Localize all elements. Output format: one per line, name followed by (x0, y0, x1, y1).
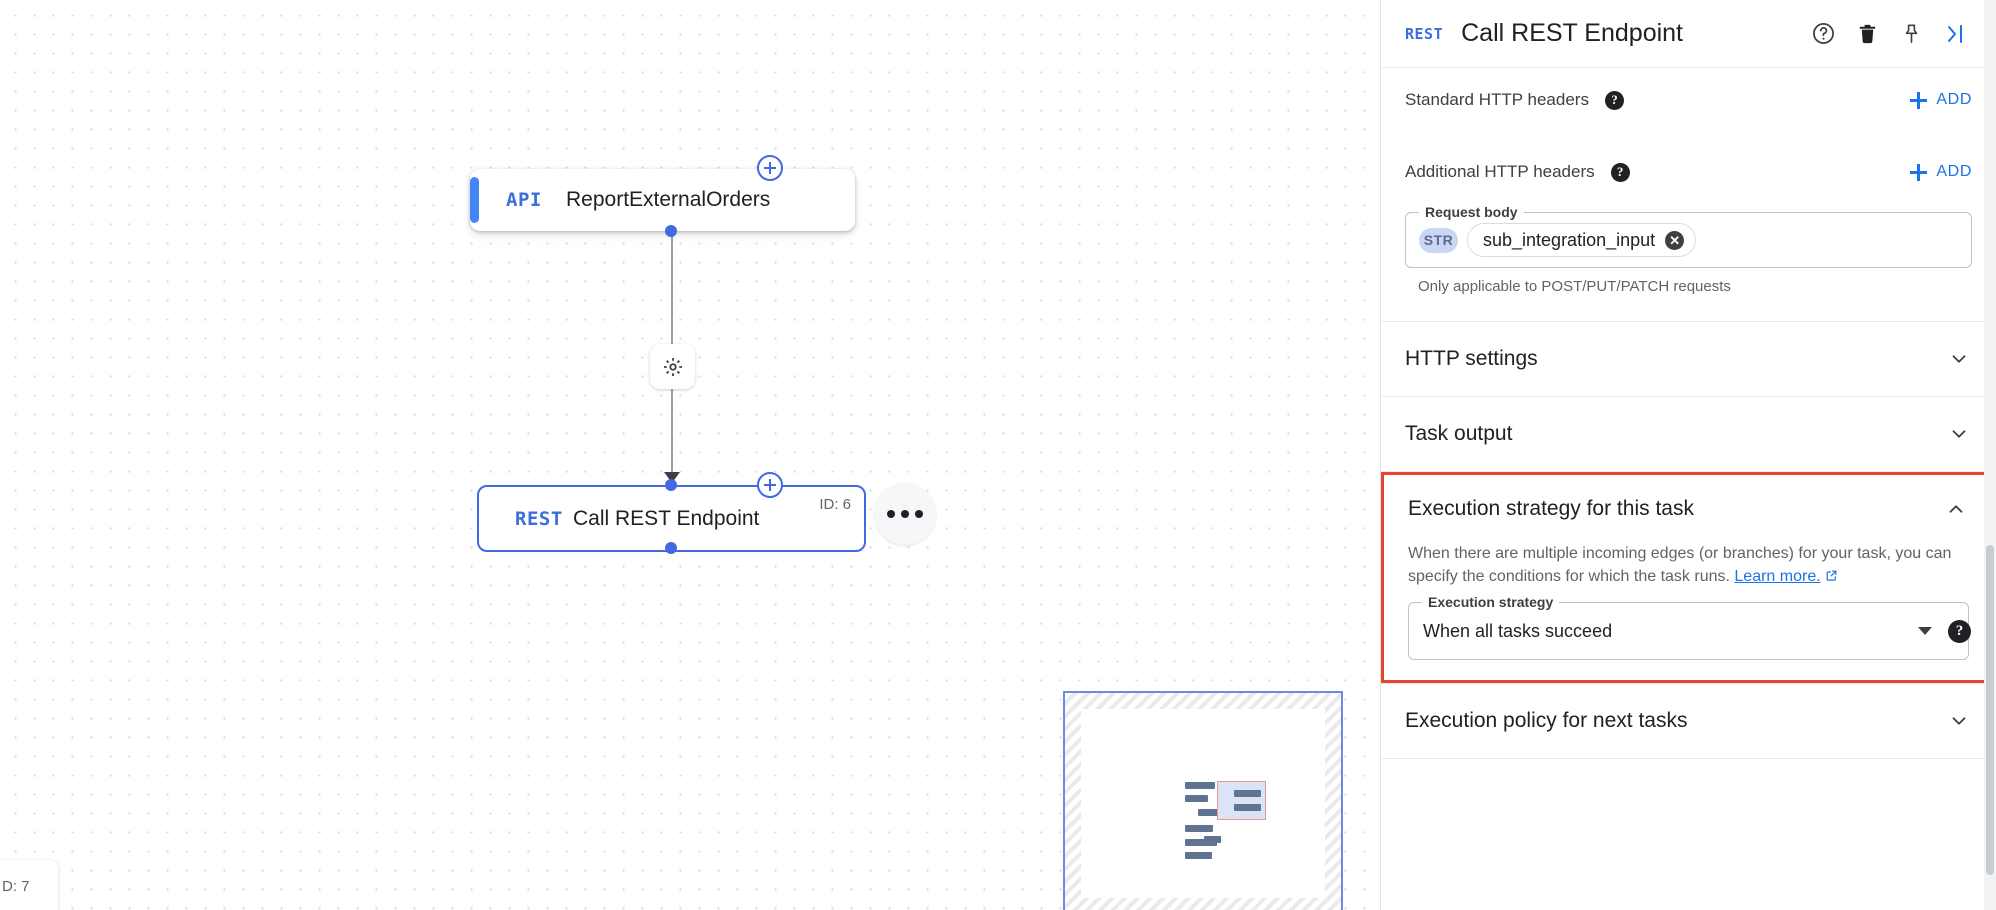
more-options-icon[interactable] (874, 483, 936, 545)
section-execution-policy[interactable]: Execution policy for next tasks (1381, 684, 1996, 758)
add-additional-header-button[interactable]: ADD (1910, 163, 1972, 181)
execution-strategy-description: When there are multiple incoming edges (… (1384, 543, 1993, 602)
node-output-port[interactable] (665, 225, 677, 237)
chevron-down-icon[interactable] (1946, 421, 1972, 447)
node-accent-bar (479, 495, 488, 542)
node-input-port[interactable] (665, 479, 677, 491)
panel-header: REST Call REST Endpoint (1381, 0, 1996, 68)
help-circle-icon[interactable] (1804, 15, 1842, 53)
standard-http-headers-row: Standard HTTP headers ? ADD (1381, 68, 1996, 132)
divider (1381, 758, 1996, 760)
divider (1381, 683, 1996, 685)
execution-strategy-select-legend: Execution strategy (1422, 594, 1560, 611)
node-title: Call REST Endpoint (573, 506, 760, 530)
help-icon[interactable]: ? (1604, 90, 1624, 110)
node-id-label: ID: 6 (819, 496, 851, 513)
node-type-badge: API (506, 189, 542, 211)
additional-http-headers-label: Additional HTTP headers (1405, 162, 1595, 181)
minimap-inner (1081, 709, 1325, 898)
panel-type-badge: REST (1405, 24, 1444, 43)
minimap-node (1185, 795, 1208, 802)
external-link-icon[interactable] (1825, 567, 1838, 581)
plus-icon (1910, 163, 1928, 181)
collapse-panel-icon[interactable] (1936, 15, 1974, 53)
help-icon[interactable]: ? (1610, 162, 1630, 182)
execution-strategy-select[interactable]: Execution strategy When all tasks succee… (1408, 594, 1969, 661)
add-node-button[interactable] (757, 472, 783, 498)
pin-icon[interactable] (1892, 15, 1930, 53)
section-task-output[interactable]: Task output (1381, 397, 1996, 471)
node-type-badge: REST (515, 507, 563, 530)
minimap-node (1234, 790, 1261, 797)
page-title: Call REST Endpoint (1461, 19, 1683, 47)
minimap-node (1234, 804, 1261, 811)
minimap-node (1185, 825, 1213, 832)
canvas-minimap[interactable] (1063, 691, 1343, 910)
add-standard-header-button[interactable]: ADD (1910, 91, 1972, 109)
execution-strategy-description-text: When there are multiple incoming edges (… (1408, 545, 1952, 585)
minimap-node (1198, 809, 1220, 816)
minimap-node (1185, 852, 1212, 859)
section-execution-strategy-label: Execution strategy for this task (1408, 497, 1694, 520)
standard-http-headers-label: Standard HTTP headers (1405, 90, 1589, 109)
section-http-settings[interactable]: HTTP settings (1381, 322, 1996, 396)
add-standard-header-label: ADD (1936, 91, 1972, 108)
request-body-variable-name: sub_integration_input (1483, 229, 1656, 250)
minimap-viewport[interactable] (1217, 781, 1266, 820)
request-body-field[interactable]: Request body STR sub_integration_input ✕ (1405, 204, 1972, 268)
panel-scrollbar-track[interactable] (1984, 0, 1996, 910)
additional-http-headers-row: Additional HTTP headers ? ADD (1381, 132, 1996, 212)
variable-type-badge: STR (1419, 227, 1458, 253)
chevron-down-icon[interactable] (1946, 346, 1972, 372)
chevron-up-icon[interactable] (1943, 496, 1969, 522)
divider (1381, 471, 1996, 472)
chevron-down-icon[interactable] (1946, 708, 1972, 734)
section-http-settings-label: HTTP settings (1405, 347, 1538, 370)
section-task-output-label: Task output (1405, 422, 1513, 445)
section-execution-strategy-header[interactable]: Execution strategy for this task (1384, 475, 1993, 543)
node-accent-bar (470, 177, 479, 223)
workflow-node-partial[interactable] (0, 860, 58, 910)
node-title: ReportExternalOrders (566, 188, 771, 211)
add-additional-header-label: ADD (1936, 163, 1972, 180)
section-execution-policy-label: Execution policy for next tasks (1405, 709, 1688, 733)
workflow-canvas[interactable]: API ReportExternalOrders REST Call REST … (0, 0, 1380, 910)
gear-icon[interactable] (650, 344, 695, 389)
dropdown-arrow-icon[interactable] (1918, 627, 1932, 636)
minimap-node (1185, 839, 1217, 846)
request-body-variable-chip[interactable]: sub_integration_input ✕ (1467, 223, 1697, 257)
help-icon[interactable]: ? (1948, 620, 1971, 644)
panel-scroll-area[interactable]: Standard HTTP headers ? ADD Additional H… (1381, 68, 1996, 910)
divider (1381, 396, 1996, 397)
minimap-node (1204, 836, 1221, 843)
workflow-node-api[interactable]: API ReportExternalOrders (470, 169, 855, 231)
execution-strategy-selected-value: When all tasks succeed (1423, 620, 1613, 641)
trash-icon[interactable] (1848, 15, 1886, 53)
plus-icon (1910, 91, 1928, 109)
section-execution-strategy[interactable]: Execution strategy for this task When th… (1381, 472, 1996, 684)
learn-more-link[interactable]: Learn more. (1734, 567, 1821, 585)
task-config-panel: REST Call REST Endpoint (1380, 0, 1996, 910)
node-id-label: D: 7 (2, 878, 30, 895)
panel-scrollbar-thumb[interactable] (1986, 545, 1994, 875)
divider (1381, 321, 1996, 322)
request-body-helper-text: Only applicable to POST/PUT/PATCH reques… (1418, 278, 1731, 295)
add-node-button[interactable] (757, 155, 783, 181)
minimap-node (1185, 782, 1215, 789)
request-body-legend: Request body (1419, 204, 1524, 220)
edge-arrowhead (664, 472, 680, 483)
node-output-port[interactable] (665, 542, 677, 554)
remove-variable-icon[interactable]: ✕ (1665, 230, 1685, 250)
